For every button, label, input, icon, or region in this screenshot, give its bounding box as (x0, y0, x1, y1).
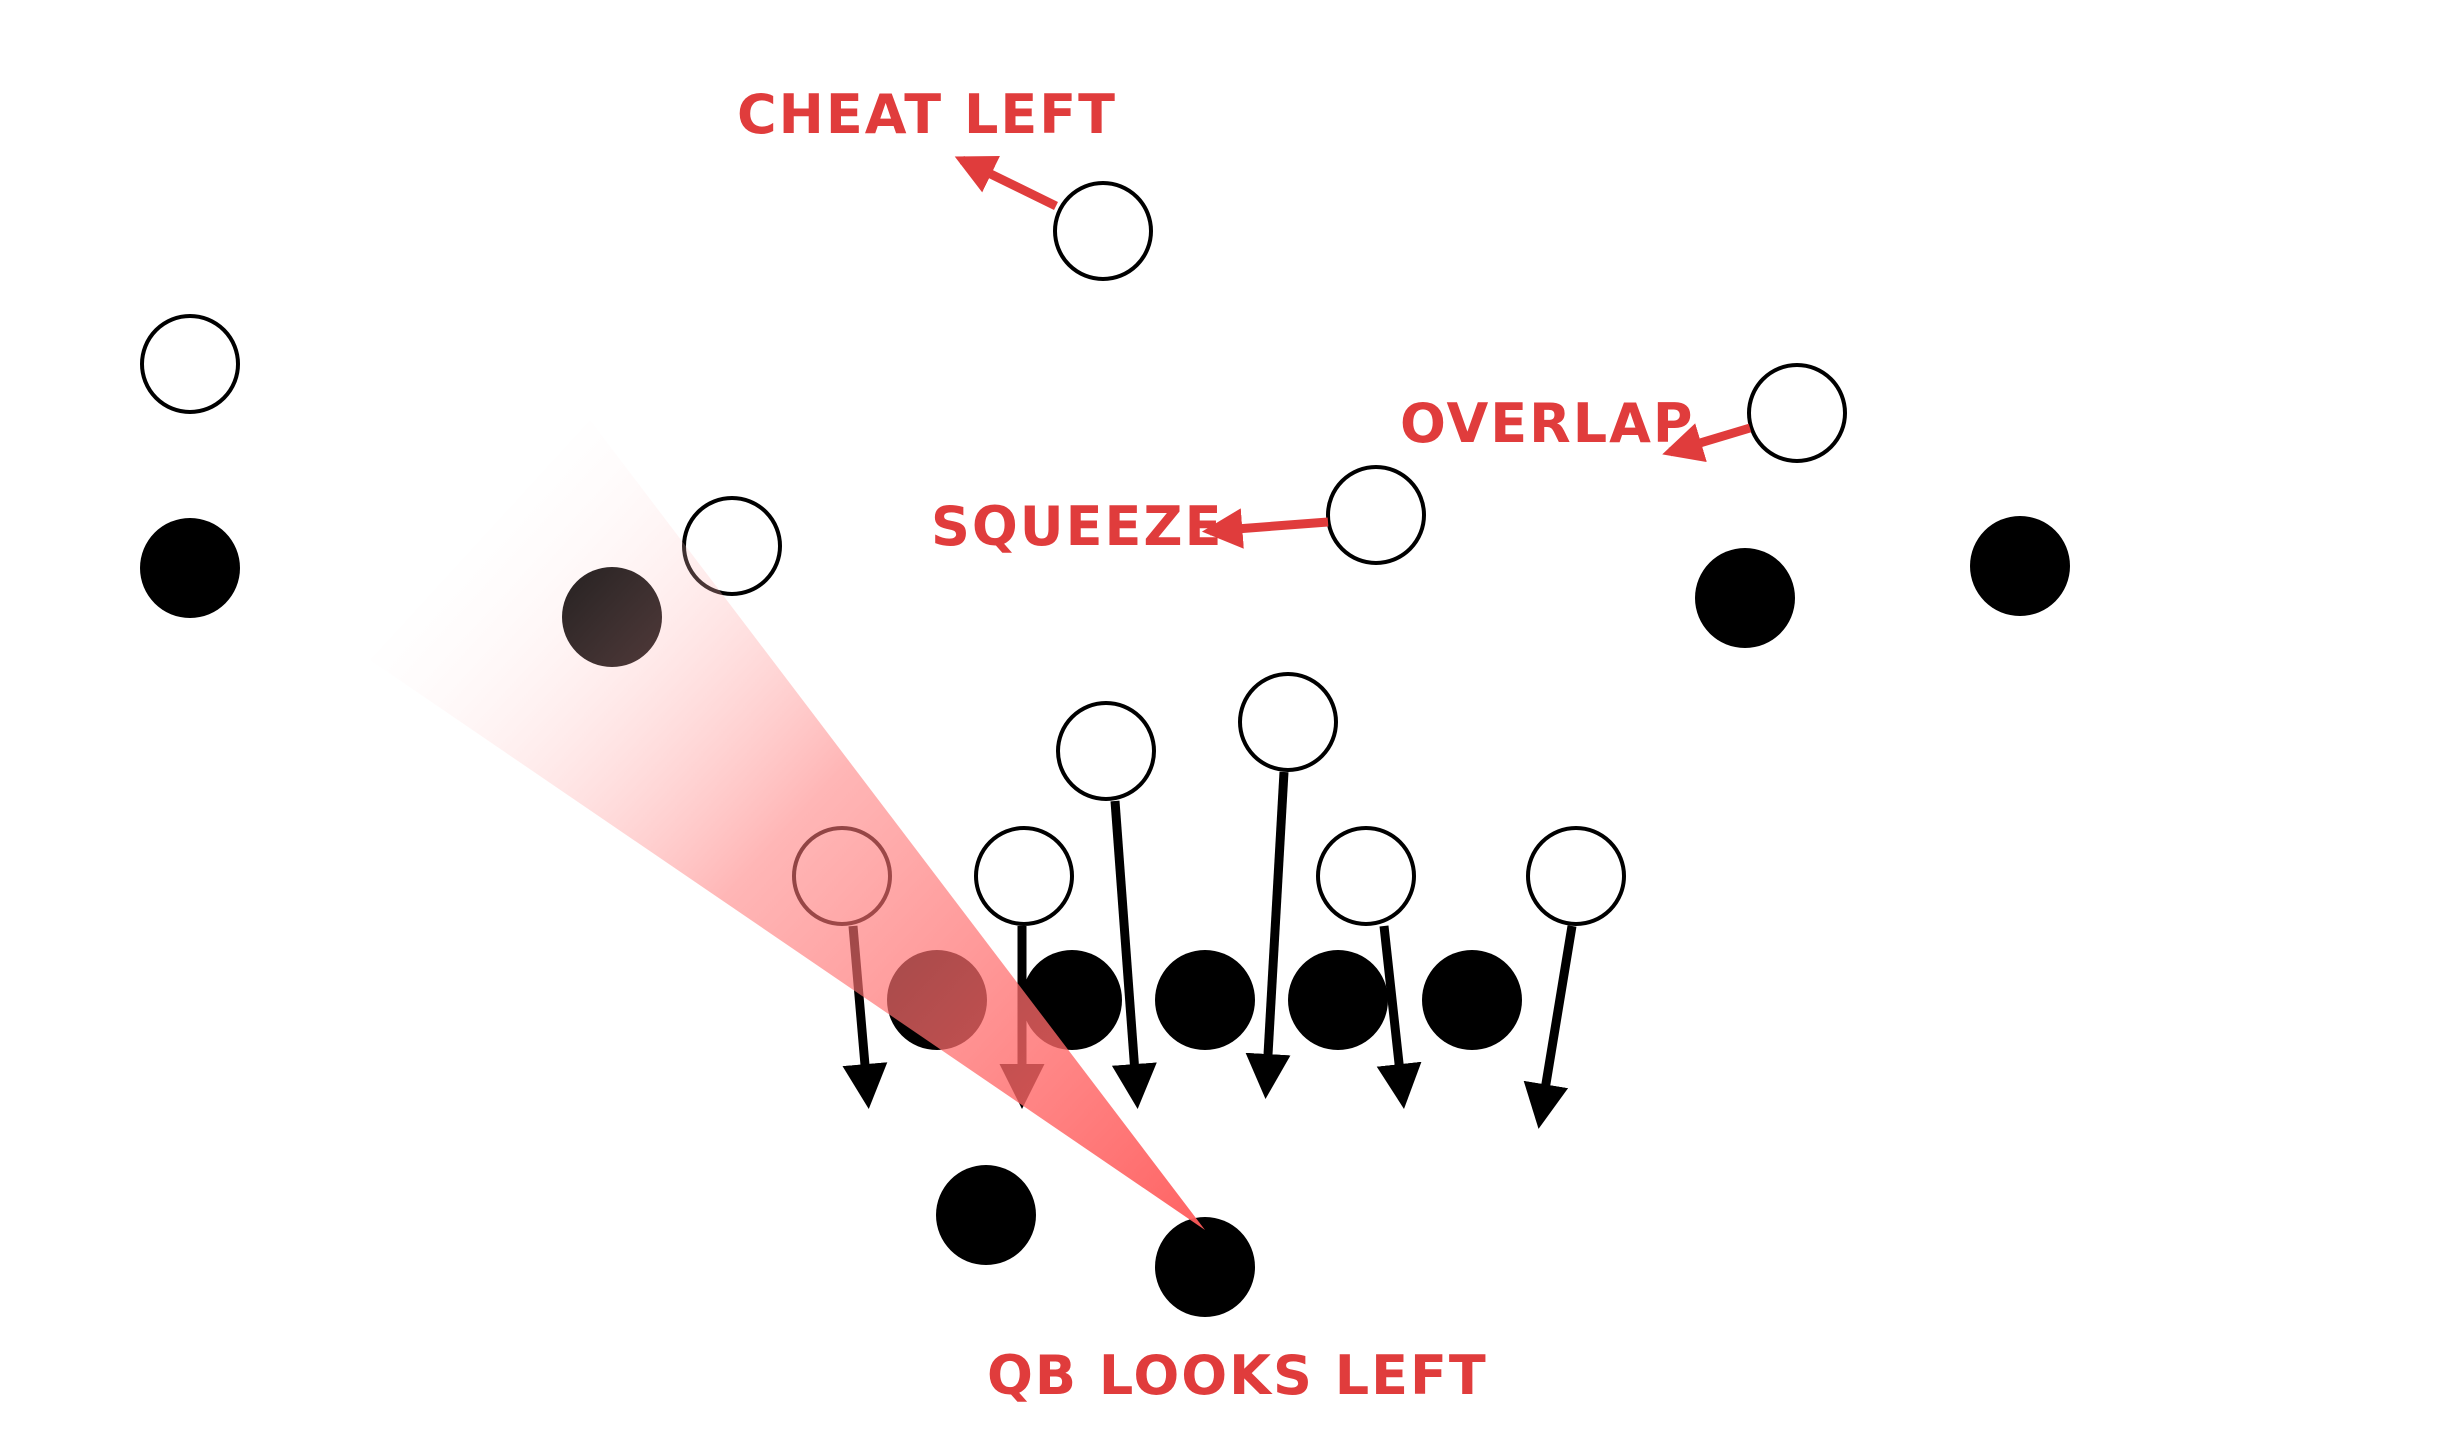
qb-looks-left-label: QB LOOKS LEFT (987, 1344, 1488, 1407)
defense-tackle-left (974, 826, 1074, 926)
defense-safety-deep (1053, 181, 1153, 281)
cheat-left-label: CHEAT LEFT (737, 83, 1117, 146)
defense-corner-right (1747, 363, 1847, 463)
cheat-left-arrow (954, 155, 1058, 211)
rush-arrow (1523, 925, 1577, 1129)
rush-arrow (1110, 800, 1157, 1109)
offense-wr-right (1970, 516, 2070, 616)
squeeze-arrow (1201, 508, 1329, 549)
offense-wr-left (140, 518, 240, 618)
defense-tackle-right (1316, 826, 1416, 926)
offense-rb (936, 1165, 1036, 1265)
offense-slot-right (1695, 548, 1795, 648)
defense-lb-right (1238, 672, 1338, 772)
defense-linebacker-squeeze (1326, 465, 1426, 565)
overlap-arrow (1662, 423, 1752, 463)
defense-lb-left (1056, 701, 1156, 801)
squeeze-label: SQUEEZE (931, 495, 1223, 558)
offense-center (1155, 950, 1255, 1050)
defense-end-right (1526, 826, 1626, 926)
movement-arrows (954, 155, 1752, 549)
offense-rt (1422, 950, 1522, 1050)
rush-arrow (1245, 771, 1291, 1099)
offense-rg (1288, 950, 1388, 1050)
defense-corner-left (140, 314, 240, 414)
rush-arrow (1376, 925, 1422, 1109)
rush-arrows (842, 771, 1577, 1129)
offense-players (140, 516, 2070, 1317)
qb-vision-cone (370, 420, 1205, 1230)
offense-qb (1155, 1217, 1255, 1317)
overlap-label: OVERLAP (1400, 392, 1695, 455)
